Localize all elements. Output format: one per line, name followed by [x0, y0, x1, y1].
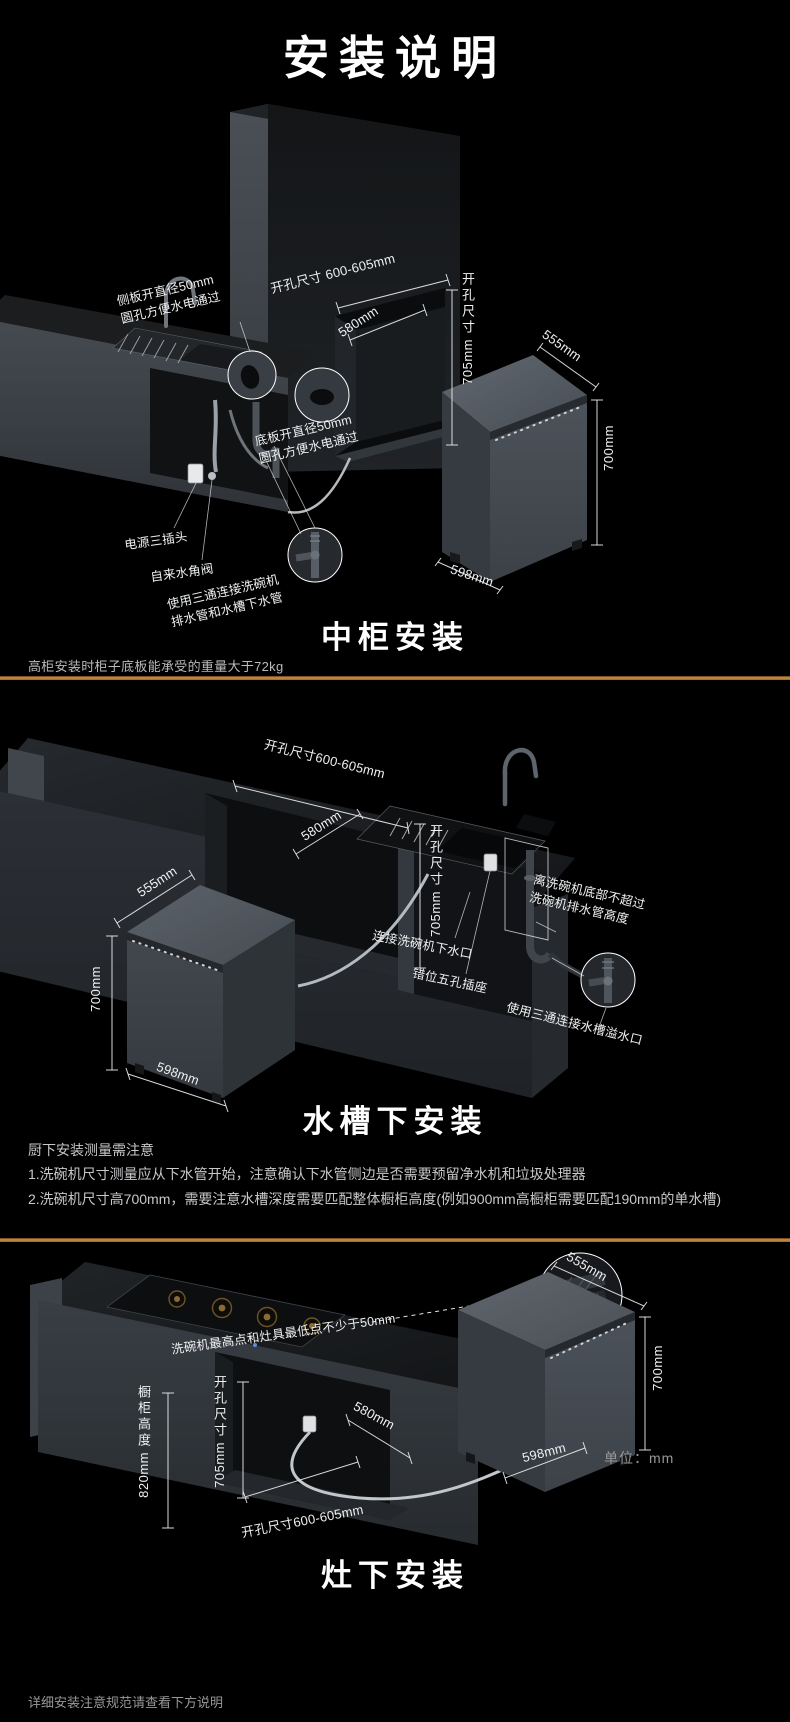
dishwasher [458, 1272, 635, 1492]
opening-height-dim-value: 705mm [460, 339, 475, 385]
section-divider-2 [0, 1238, 790, 1242]
under-sink-notes: 厨下安装测量需注意 1.洗碗机尺寸测量应从下水管开始，注意确认下水管侧边是否需要… [28, 1138, 776, 1211]
opening-height-dim: 开孔尺寸 705mm [210, 1375, 229, 1488]
water-valve [208, 472, 216, 480]
unit-label: 单位：mm [604, 1450, 675, 1466]
power-socket [187, 463, 204, 484]
opening-height-dim: 开孔尺寸 705mm [426, 824, 445, 937]
under-sink-note-2: 2.洗碗机尺寸高700mm，需要注意水槽深度需要匹配整体橱柜高度(例如900mm… [28, 1190, 722, 1207]
dw-height-dim: 700mm [650, 1345, 665, 1391]
section-divider-1 [0, 676, 790, 680]
faucet [502, 747, 539, 779]
faucet [164, 276, 197, 305]
sink-rack [117, 333, 189, 364]
middle-cabinet-note: 高柜安装时柜子底板能承受的重量大于72kg [28, 659, 284, 674]
heading-under-stove: 灶下安装 [321, 1558, 469, 1593]
bottom-hole-callout-circle [294, 367, 350, 423]
drain-trap [252, 402, 280, 478]
dimension-lines [335, 273, 603, 595]
opening-height-dim-value: 705mm [212, 1442, 227, 1488]
heading-under-sink: 水槽下安装 [302, 1104, 488, 1139]
heading-middle-cabinet: 中柜安装 [321, 620, 469, 655]
cabinet-height-dim-value: 820mm [136, 1452, 151, 1498]
cabinet-height-dim-text: 橱柜高度 [136, 1385, 151, 1449]
drain-height-box [504, 837, 549, 941]
opening-height-dim-text: 开孔尺寸 [460, 272, 475, 336]
page-title: 安装说明 [283, 32, 507, 84]
control-panel-dots [550, 1321, 630, 1359]
burners [168, 1290, 321, 1335]
socket [302, 1415, 317, 1433]
tee-connector-callout-circle [287, 527, 343, 583]
dimension-lines [162, 1261, 651, 1529]
opening-height-dim-text: 开孔尺寸 [428, 824, 443, 888]
opening-height-dim: 开孔尺寸 705mm [458, 272, 477, 385]
dimension-lines [106, 779, 426, 1113]
stove-island [30, 1262, 525, 1545]
drain-hose [287, 457, 352, 514]
dw-height-dim: 700mm [601, 425, 616, 471]
side-hole-callout-circle [227, 350, 277, 400]
dishwasher [442, 355, 587, 582]
under-sink-illustration [0, 738, 636, 1113]
control-panel-dots [495, 405, 584, 441]
sink-rack [389, 817, 461, 852]
igniter-led [253, 1343, 257, 1347]
inlet-hose [297, 873, 430, 988]
opening-height-dim-value: 705mm [428, 891, 443, 937]
under-stove-illustration [30, 1252, 651, 1545]
inlet-hose [290, 1430, 521, 1501]
socket [483, 853, 498, 872]
control-panel-dots [132, 940, 218, 971]
dishwasher [127, 885, 295, 1104]
under-sink-note-1: 1.洗碗机尺寸测量应从下水管开始，注意确认下水管侧边是否需要预留净水机和垃圾处理… [28, 1166, 586, 1183]
footer-note: 详细安装注意规范请查看下方说明 [28, 1695, 224, 1710]
middle-cabinet-illustration [0, 104, 603, 595]
under-sink-notes-title: 厨下安装测量需注意 [28, 1142, 154, 1158]
sink-counter [0, 738, 598, 1098]
drain-pipe [526, 850, 554, 964]
dw-height-dim-value: 700mm [650, 1345, 665, 1391]
cabinet-height-dim: 橱柜高度 820mm [134, 1385, 153, 1498]
tee-connector-callout-circle [580, 952, 636, 1008]
dw-height-dim-value: 700mm [601, 425, 616, 471]
dw-height-dim: 700mm [88, 966, 103, 1012]
opening-height-dim-text: 开孔尺寸 [212, 1375, 227, 1439]
dw-height-dim-value: 700mm [88, 966, 103, 1012]
